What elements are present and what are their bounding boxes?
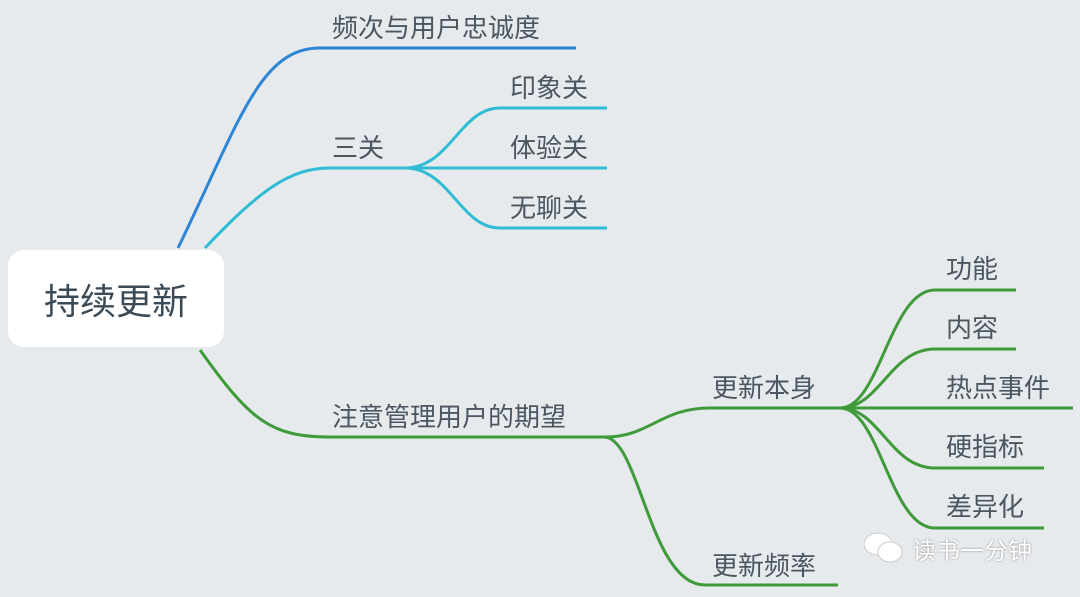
watermark-text: 读书一分钟 — [912, 536, 1032, 565]
watermark: 读书一分钟 — [862, 530, 1032, 566]
node-impression-gate[interactable]: 印象关 — [510, 74, 589, 104]
root-node[interactable]: 持续更新 — [8, 250, 224, 347]
node-boredom-gate[interactable]: 无聊关 — [510, 194, 589, 224]
node-differentiation[interactable]: 差异化 — [946, 493, 1025, 523]
node-hard-metrics[interactable]: 硬指标 — [946, 433, 1025, 463]
node-update-frequency[interactable]: 更新频率 — [712, 552, 817, 582]
root-label: 持续更新 — [43, 281, 188, 323]
wechat-icon — [863, 532, 903, 563]
node-hot-events[interactable]: 热点事件 — [946, 374, 1051, 404]
node-update-itself[interactable]: 更新本身 — [712, 374, 817, 404]
node-features[interactable]: 功能 — [946, 255, 999, 285]
node-content[interactable]: 内容 — [946, 314, 999, 344]
node-three-gates[interactable]: 三关 — [332, 134, 385, 164]
node-frequency-loyalty[interactable]: 频次与用户忠诚度 — [332, 14, 541, 44]
node-experience-gate[interactable]: 体验关 — [510, 134, 589, 164]
node-manage-expectations[interactable]: 注意管理用户的期望 — [332, 403, 567, 433]
